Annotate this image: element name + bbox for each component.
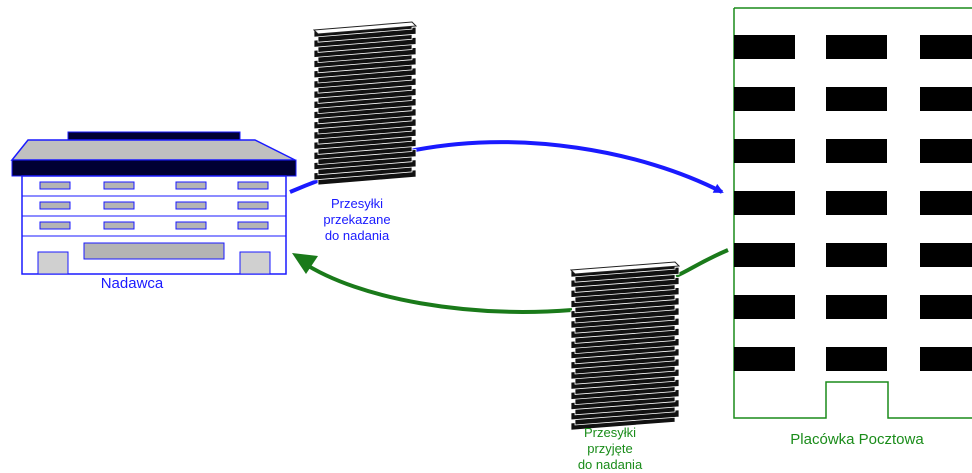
post-office-window — [734, 243, 795, 267]
post-office-window — [826, 191, 887, 215]
sender-window — [175, 221, 207, 230]
sent-flow-label-line2: przekazane — [323, 212, 391, 227]
post-office-window — [826, 139, 887, 163]
accepted-flow-arrowhead — [292, 253, 318, 274]
paper-top-sheet — [312, 21, 418, 35]
sender-window — [39, 181, 71, 190]
post-office-window — [920, 35, 972, 59]
post-office-window — [826, 243, 887, 267]
sender-window — [103, 181, 135, 190]
post-office-window — [920, 295, 972, 319]
post-office-building-icon — [733, 7, 972, 419]
sender-window — [237, 221, 269, 230]
post-office-window — [826, 35, 887, 59]
sender-window — [237, 181, 269, 190]
post-office-window — [826, 87, 887, 111]
post-office-window — [734, 295, 795, 319]
post-office-window — [734, 347, 795, 371]
sender-window — [237, 201, 269, 210]
sent-mail-stack-icon — [312, 21, 418, 186]
sender-window — [103, 201, 135, 210]
post-office-window — [734, 191, 795, 215]
accepted-flow-label-line1: Przesyłki — [583, 425, 636, 440]
sender-window — [175, 181, 207, 190]
post-office-window — [920, 87, 972, 111]
accepted-mail-stack-icon — [569, 261, 681, 431]
post-office-window — [920, 347, 972, 371]
accepted-flow-arrow — [300, 248, 729, 314]
sent-flow-label: Przesyłki przekazane do nadania — [312, 196, 402, 244]
accepted-flow-label-line3: do nadania — [577, 457, 643, 472]
sender-left-door — [37, 251, 69, 275]
accepted-flow-label: Przesyłki przyjęte do nadania — [565, 425, 655, 473]
post-office-window — [920, 191, 972, 215]
sender-window — [39, 221, 71, 230]
accepted-flow-label-line2: przyjęte — [587, 441, 633, 456]
sender-window — [175, 201, 207, 210]
post-office-window — [920, 243, 972, 267]
post-office-label: Placówka Pocztowa — [790, 431, 924, 448]
sender-window — [103, 221, 135, 230]
sender-windows — [39, 181, 269, 230]
sender-building-icon — [10, 131, 297, 275]
post-office-window — [734, 139, 795, 163]
post-office-windows — [734, 35, 972, 371]
sender-label: Nadawca — [100, 275, 164, 292]
post-office-window — [826, 347, 887, 371]
post-office-window — [920, 139, 972, 163]
sent-flow-label-line1: Przesyłki — [330, 196, 383, 211]
post-office-window — [826, 295, 887, 319]
sent-flow-label-line3: do nadania — [324, 228, 390, 243]
paper-top-sheet — [569, 261, 681, 275]
post-office-window — [734, 35, 795, 59]
sender-right-door — [239, 251, 271, 275]
sender-sign — [83, 242, 225, 260]
sender-window — [39, 201, 71, 210]
post-office-window — [734, 87, 795, 111]
